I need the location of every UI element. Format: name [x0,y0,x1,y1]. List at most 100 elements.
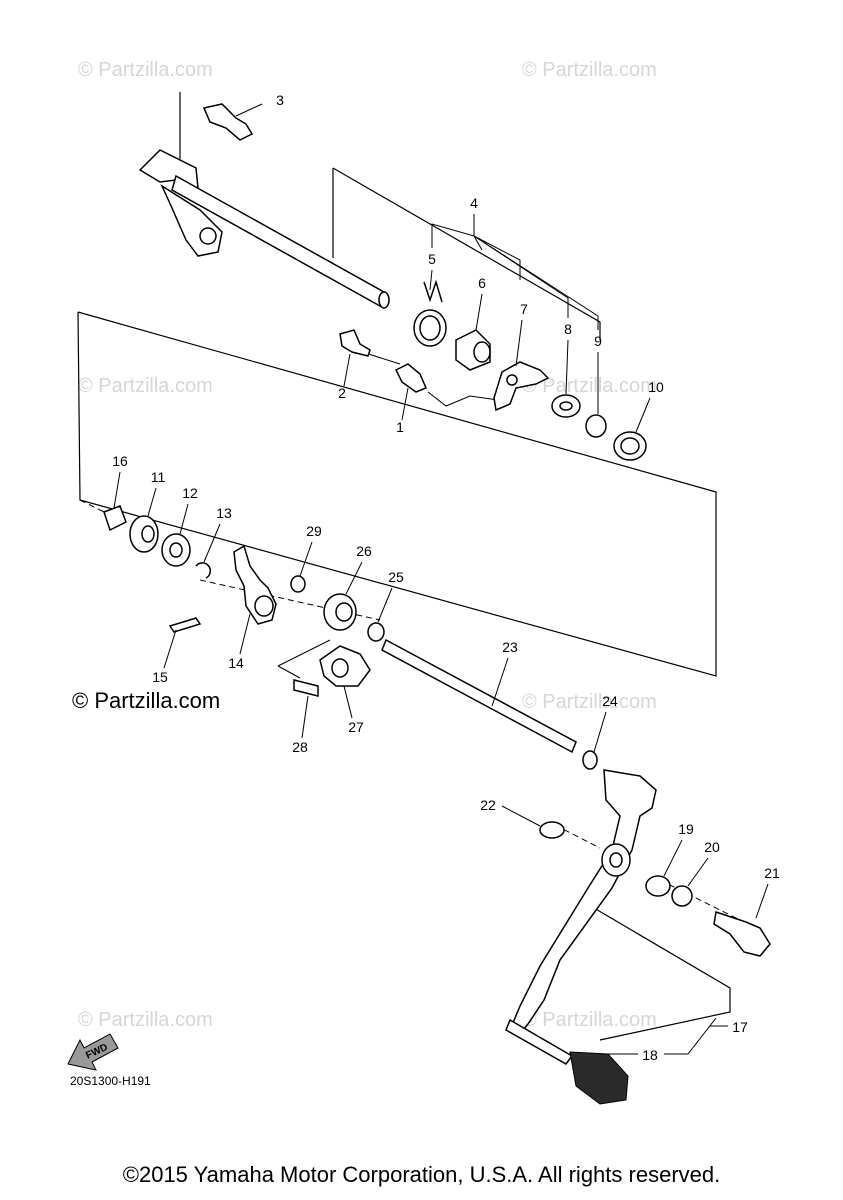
spring-1 [394,363,427,393]
bearing-16 [103,505,127,532]
watermark-faint: © Partzilla.com [522,1009,657,1031]
callout-15: 15 [152,669,168,685]
callout-21: 21 [764,865,780,881]
rubber-18 [569,1051,629,1105]
drawing-code: 20S1300-H191 [70,1074,151,1088]
watermark-faint: © Partzilla.com [78,59,213,81]
circlip-13 [195,562,212,579]
leader-line [427,391,499,407]
callout-12: 12 [182,485,198,501]
spring-5-inner [419,315,441,341]
callout-7: 7 [520,301,528,317]
bolt-21 [713,911,771,957]
leader-line [163,629,177,669]
frame-box [77,311,717,677]
seal-10-inner [620,437,640,455]
callout-23: 23 [502,639,518,655]
callout-17: 17 [732,1019,748,1035]
watermark-faint: © Partzilla.com [522,375,657,397]
watermark-faint: © Partzilla.com [522,59,657,81]
callout-11: 11 [151,469,166,485]
callout-4: 4 [470,195,478,211]
leader-line [755,883,769,919]
stopper-assembly [339,279,647,461]
oil-seal-11-inner [141,525,155,543]
watermark-faint: © Partzilla.com [78,375,213,397]
nut-24 [582,750,598,770]
bolt-15 [168,617,202,633]
pedal-pivot-hole [609,852,623,868]
leader-line [235,103,263,117]
washer-8-hole [559,401,573,411]
callout-2: 2 [338,385,346,401]
callout-28: 28 [292,739,308,755]
leader-line [113,471,121,509]
callout-27: 27 [348,719,364,735]
leader-line [299,541,313,577]
shift-pedal-17 [509,769,657,1035]
callout-29: 29 [306,523,322,539]
shift-shaft-end [378,291,390,309]
collar-29 [290,575,306,593]
spring-5-hook [423,279,443,303]
callout-6: 6 [478,275,486,291]
washer-22 [539,821,565,839]
frame-line [593,907,731,1041]
callout-9: 9 [594,333,602,349]
leader-line [501,805,541,827]
lower-assembly [103,505,598,770]
collar-6-face [473,341,491,363]
washer-12-hole [169,542,183,558]
leader-line [277,639,331,667]
leader-line [239,613,251,655]
washer-19 [645,875,671,897]
leader-line [687,857,709,887]
watermark-faint: © Partzilla.com [78,1009,213,1031]
shaft-axis [554,824,601,849]
leader-line [473,235,483,251]
leader-line [343,685,353,719]
pedal-peg [505,1018,574,1065]
callout-10: 10 [648,379,664,395]
partzilla-watermark: © Partzilla.com [72,688,221,713]
leader-line [475,293,483,331]
bolt-3 [202,103,254,141]
callout-19: 19 [678,821,694,837]
shift-arm-14-boss [254,595,274,617]
callout-22: 22 [480,797,496,813]
shift-pedal-assembly [505,769,771,1105]
callout-14: 14 [228,655,244,671]
callout-16: 16 [112,453,128,469]
callout-20: 20 [704,839,720,855]
fwd-arrow: FWD [67,1033,119,1071]
leader-line [635,397,651,433]
leader-line [203,523,221,563]
stopper-lever-7 [493,361,550,412]
shift-arm-top [138,149,199,190]
leader-line [429,269,433,291]
shift-shaft-assembly [138,103,390,309]
stopper-lever-7-hole [506,374,518,386]
callout-26: 26 [356,543,372,559]
leader-line [345,561,363,595]
leader-line [343,353,351,387]
copyright-footer: ©2015 Yamaha Motor Corporation, U.S.A. A… [122,1162,721,1187]
leader-line [473,235,599,330]
leader-line [377,587,393,623]
leader-line [473,235,521,280]
callout-18: 18 [642,1047,658,1063]
watermark-faint: © Partzilla.com [522,691,657,713]
callout-3: 3 [276,92,284,108]
leader-line [565,339,569,395]
leader-line [515,319,523,367]
callout-24: 24 [602,693,618,709]
joint-26-inner [335,602,353,622]
callout-5: 5 [428,251,436,267]
leader-line [663,839,683,877]
leader-line [401,387,409,421]
shift-rod-23 [381,638,577,754]
shaft-axis [79,499,113,517]
circlip-20 [671,885,693,907]
callout-25: 25 [388,569,404,585]
leader-line [664,1017,717,1055]
